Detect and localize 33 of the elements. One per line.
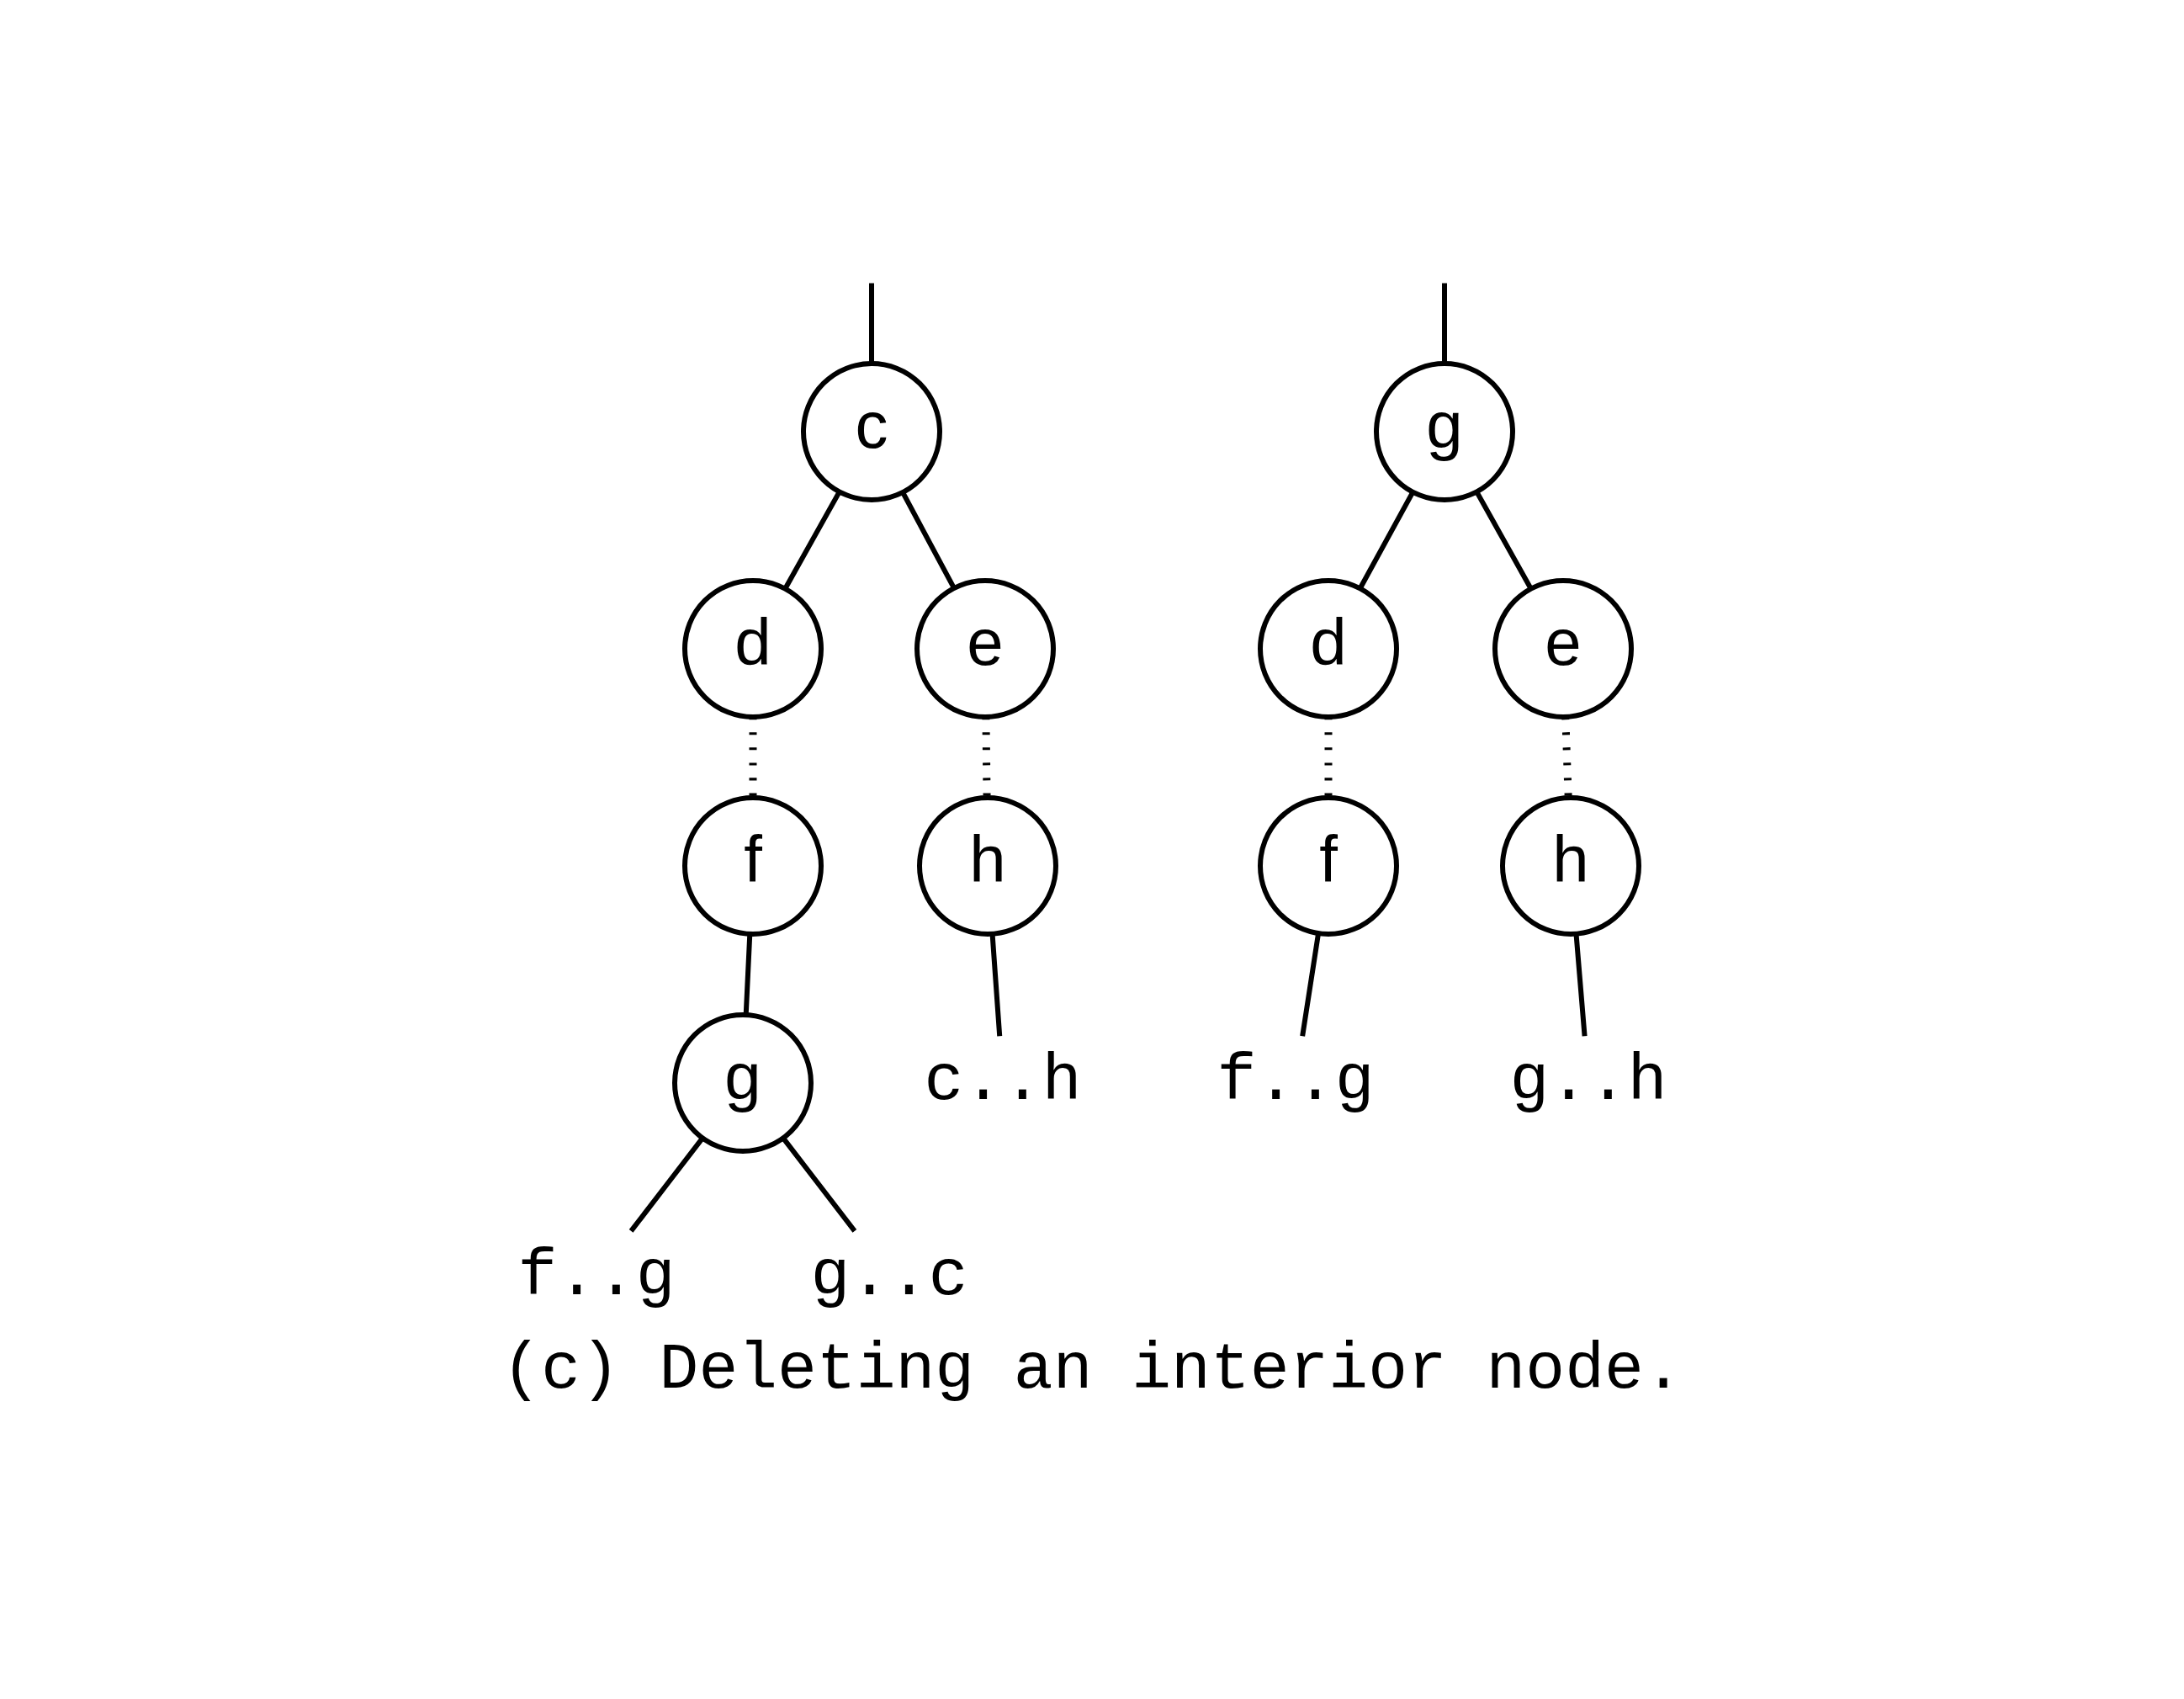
node-circle: e <box>1492 578 1634 719</box>
connector <box>1324 717 1332 798</box>
connector <box>1561 717 1572 798</box>
connector <box>781 1137 856 1233</box>
connector <box>1357 491 1415 590</box>
connector <box>1299 933 1321 1037</box>
node-circle: f <box>681 795 824 937</box>
connector <box>989 934 1002 1037</box>
node-circle: h <box>916 795 1058 937</box>
node-text: f..g <box>1216 1043 1375 1118</box>
connector <box>868 283 874 363</box>
node-circle: h <box>1499 795 1641 937</box>
node-circle: e <box>914 578 1056 719</box>
connector <box>782 491 841 590</box>
node-circle: c <box>800 361 942 502</box>
node-circle: g <box>1373 361 1515 502</box>
connector <box>1573 934 1588 1037</box>
node-circle: d <box>681 578 824 719</box>
connector <box>900 491 956 589</box>
caption: (c) Deleting an interior node. <box>501 1333 1683 1408</box>
connector <box>1441 283 1447 363</box>
node-circle: g <box>671 1012 814 1154</box>
connector <box>981 717 991 798</box>
node-circle: f <box>1257 795 1399 937</box>
node-text: g..c <box>809 1240 968 1314</box>
connector <box>628 1137 704 1233</box>
node-text: c..h <box>923 1043 1082 1118</box>
connector <box>743 934 752 1015</box>
node-text: f..g <box>517 1240 676 1314</box>
connector <box>1474 491 1533 590</box>
connector <box>749 717 756 798</box>
node-circle: d <box>1257 578 1399 719</box>
node-text: g..h <box>1508 1043 1667 1118</box>
